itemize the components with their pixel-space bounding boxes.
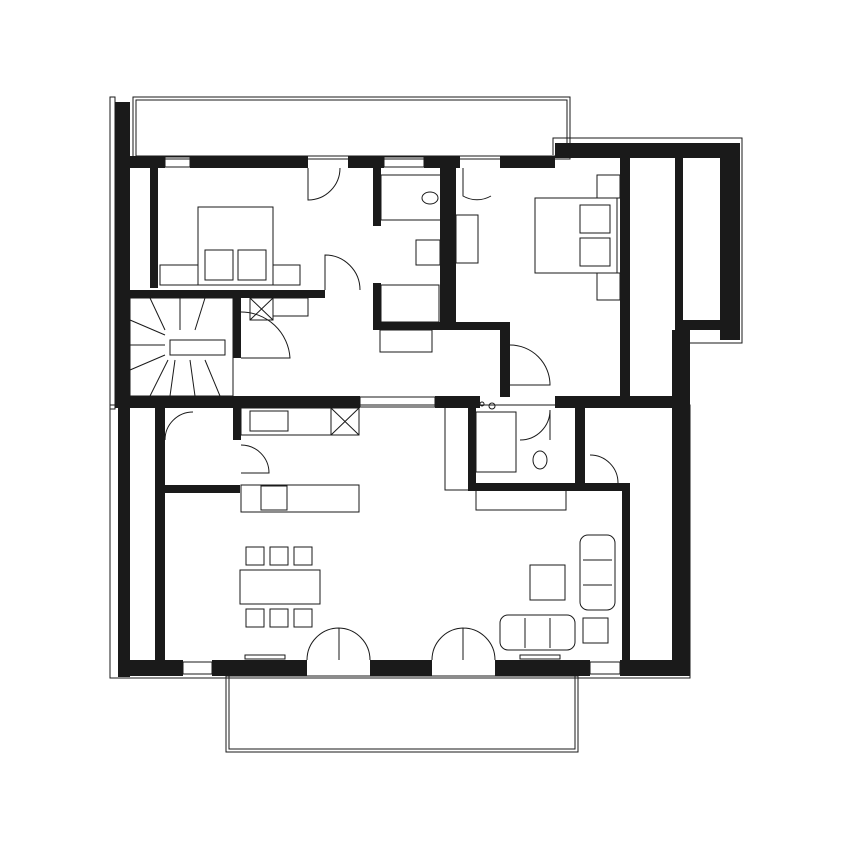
dining-table	[239, 546, 321, 628]
left-ledge	[109, 96, 116, 410]
double-bed	[534, 174, 621, 301]
living-area	[244, 534, 616, 660]
sofa	[499, 614, 576, 651]
balcony-top	[132, 96, 571, 160]
kitchen	[240, 297, 468, 513]
bathroom-lower	[475, 401, 567, 511]
cooktop	[260, 485, 288, 511]
sofa	[579, 534, 616, 611]
balcony-right	[552, 137, 743, 344]
toilet-icon	[421, 191, 439, 205]
walls	[115, 102, 740, 677]
double-bed	[159, 206, 301, 286]
windows	[164, 156, 621, 675]
doors	[164, 167, 619, 661]
lower-outline	[109, 404, 691, 679]
bathroom-upper	[379, 174, 479, 353]
toilet-icon	[532, 450, 548, 470]
kitchen-sink	[249, 410, 289, 432]
balcony-bottom	[225, 675, 579, 753]
coffee-table	[529, 564, 566, 601]
staircase	[129, 297, 234, 397]
